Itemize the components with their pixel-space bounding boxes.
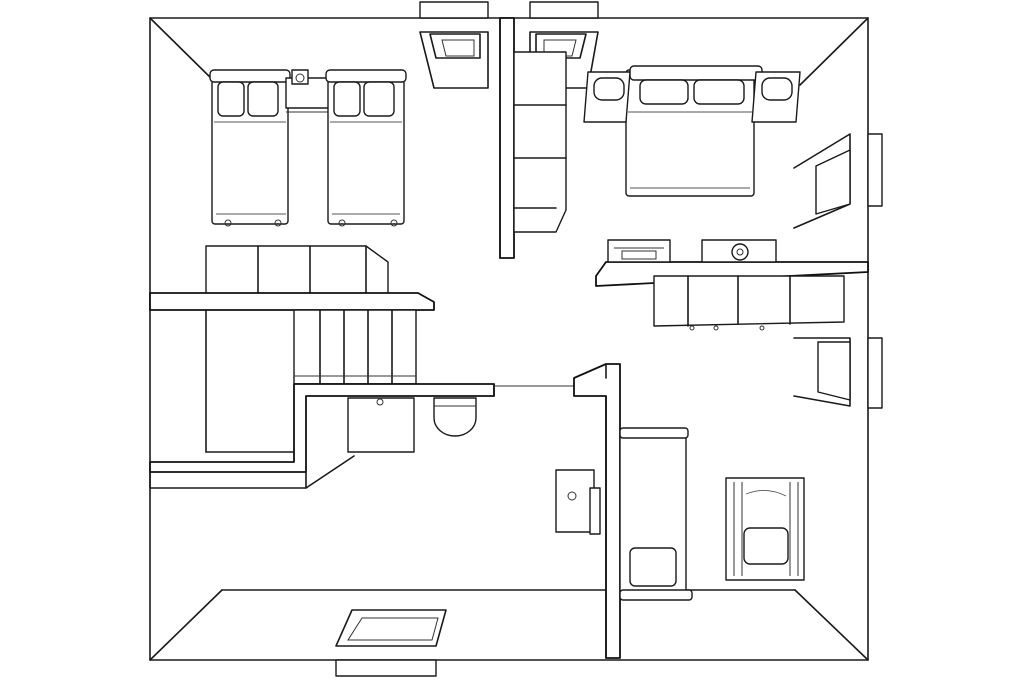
toilet-icon [433, 397, 477, 437]
pillow [247, 81, 279, 117]
staircase [293, 309, 417, 385]
bottom-window [335, 609, 447, 677]
twin-bed-right [325, 69, 407, 227]
wardrobe-left [205, 245, 389, 297]
window-top-left [419, 1, 489, 19]
left-partition [149, 292, 574, 489]
double-bed [625, 65, 763, 197]
kitchen-cabinets [653, 275, 845, 327]
top-windows [419, 1, 599, 89]
crib-icon [725, 477, 805, 581]
nightstand-right [751, 71, 801, 123]
nightstand [285, 69, 331, 113]
stove-icon [607, 239, 671, 263]
lower-central [555, 363, 621, 659]
window-top-right [529, 1, 599, 19]
window-right-lower [793, 337, 883, 409]
nightstand-left [583, 71, 631, 123]
lamp-icon [291, 69, 309, 85]
central-wall [499, 17, 567, 259]
wardrobe-central [513, 51, 567, 233]
sink-icon [701, 239, 777, 263]
pillow [629, 547, 677, 587]
central-wall-top [499, 17, 515, 259]
pillow [693, 79, 745, 105]
shower-tray [347, 397, 415, 453]
twin-bed-left [209, 69, 291, 227]
window-right-upper [793, 133, 883, 229]
single-bed [619, 427, 693, 601]
drain-icon [376, 398, 384, 406]
pillow [639, 79, 689, 105]
twin-bedroom [205, 69, 407, 297]
wall-vertical-lower [573, 363, 621, 659]
pillow [217, 81, 245, 117]
small-bedroom [619, 427, 805, 601]
pillow [333, 81, 361, 117]
pillow [363, 81, 395, 117]
wall-horizontal-left [149, 292, 435, 311]
washbasin-icon [555, 469, 601, 535]
kitchen [595, 239, 883, 409]
master-bedroom [583, 65, 883, 229]
bathroom [347, 397, 477, 453]
